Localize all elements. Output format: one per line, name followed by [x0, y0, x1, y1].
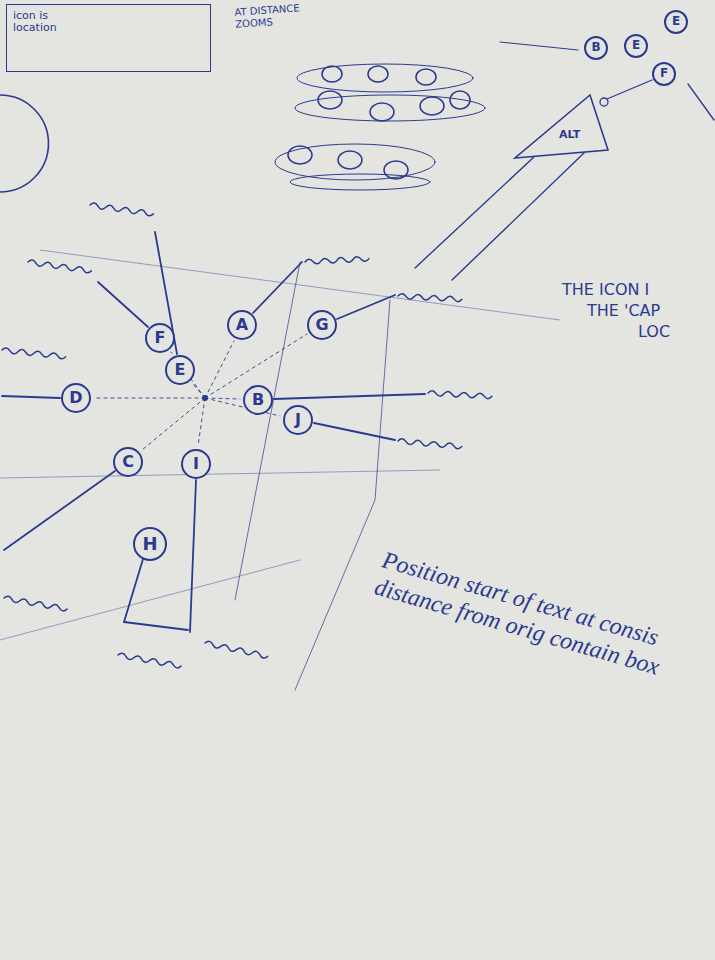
callout-letter: F: [155, 329, 166, 347]
scribble-ellipse: [290, 174, 430, 190]
guide-line: [0, 560, 300, 640]
leader-line: [607, 80, 652, 99]
callout-letter: D: [69, 389, 82, 407]
callout-letter: E: [175, 361, 186, 379]
callout-letter: B: [252, 391, 264, 409]
text-placeholder: [398, 439, 462, 450]
text-placeholder: [4, 596, 68, 612]
arrow-shaft: [415, 156, 535, 268]
drop-shape: [370, 103, 394, 121]
leader-line: [98, 282, 148, 327]
arrow-shaft: [452, 153, 584, 280]
note-text: THE 'CAP: [585, 301, 662, 321]
scribble-line: [500, 42, 578, 50]
callout-letter: B: [591, 41, 600, 54]
text-placeholder: [204, 641, 268, 659]
callout-letter: J: [295, 411, 301, 429]
callout-circle: F: [145, 323, 175, 353]
drop-shape: [416, 69, 436, 85]
text-placeholder: [90, 203, 154, 217]
box-text: icon is location: [13, 10, 73, 34]
callout-circle: B: [584, 36, 608, 60]
drop-shape: [288, 146, 312, 164]
leader-line: [314, 423, 395, 440]
leader-line: [4, 471, 115, 550]
callout-letter: G: [315, 316, 328, 334]
callout-circle: D: [61, 383, 91, 413]
ray-line: [198, 398, 205, 446]
ray-line: [205, 398, 240, 399]
leader-line: [688, 84, 714, 120]
ray-line: [142, 398, 205, 450]
text-placeholder: [28, 260, 92, 274]
ray-line: [205, 341, 234, 398]
callout-letter: E: [672, 15, 680, 28]
leader-line: [253, 262, 302, 313]
scribble-ellipse: [275, 144, 435, 180]
drop-shape: [368, 66, 388, 82]
note-text: THE ICON I: [560, 280, 651, 300]
guide-line: [40, 250, 560, 320]
arrow-head: [515, 95, 608, 158]
callout-circle: C: [113, 447, 143, 477]
callout-circle: B: [243, 385, 273, 415]
drop-shape: [322, 66, 342, 82]
callout-circle: E: [664, 10, 688, 34]
callout-circle: I: [181, 449, 211, 479]
text-placeholder: [118, 653, 182, 669]
note-text: AT DISTANCE ZOOMS: [232, 1, 312, 31]
callout-circle: F: [652, 62, 676, 86]
callout-circle: H: [133, 527, 167, 561]
leader-line: [274, 394, 425, 399]
ray-group: [94, 334, 307, 450]
callout-letter: H: [142, 534, 157, 554]
callout-letter: F: [660, 67, 668, 80]
centre-point: [202, 395, 208, 401]
drop-shape: [338, 151, 362, 169]
callout-letter: C: [122, 453, 134, 471]
callout-circle: J: [283, 405, 313, 435]
text-placeholder: [428, 391, 492, 399]
guide-line: [0, 470, 440, 478]
note-box: icon is location: [6, 4, 211, 72]
callout-circle: A: [227, 310, 257, 340]
handwritten-note: Position start of text at consis distanc…: [369, 545, 677, 684]
callout-letter: E: [632, 39, 640, 52]
leader-line: [124, 622, 188, 630]
leader-line: [337, 295, 395, 319]
arrow-label: ALT: [557, 128, 582, 143]
scribble-ellipse: [297, 64, 473, 92]
guide-line: [295, 300, 390, 690]
text-placeholder: [2, 348, 66, 360]
callout-circle: E: [165, 355, 195, 385]
leader-line: [2, 396, 60, 398]
callout-circle: G: [307, 310, 337, 340]
drop-shape: [450, 91, 470, 109]
drop-shape: [420, 97, 444, 115]
callout-letter: A: [236, 316, 248, 334]
text-placeholder: [305, 256, 369, 264]
leader-line: [124, 559, 143, 622]
callout-letter: I: [193, 455, 199, 473]
text-placeholder: [398, 294, 462, 302]
callout-circle: E: [624, 34, 648, 58]
note-text: LOC: [636, 322, 672, 342]
ray-line: [94, 398, 205, 399]
partial-circle: [0, 95, 48, 192]
leader-group: [2, 232, 425, 632]
drop-shape: [384, 161, 408, 179]
drop-shape: [318, 91, 342, 109]
leader-line: [190, 480, 196, 632]
